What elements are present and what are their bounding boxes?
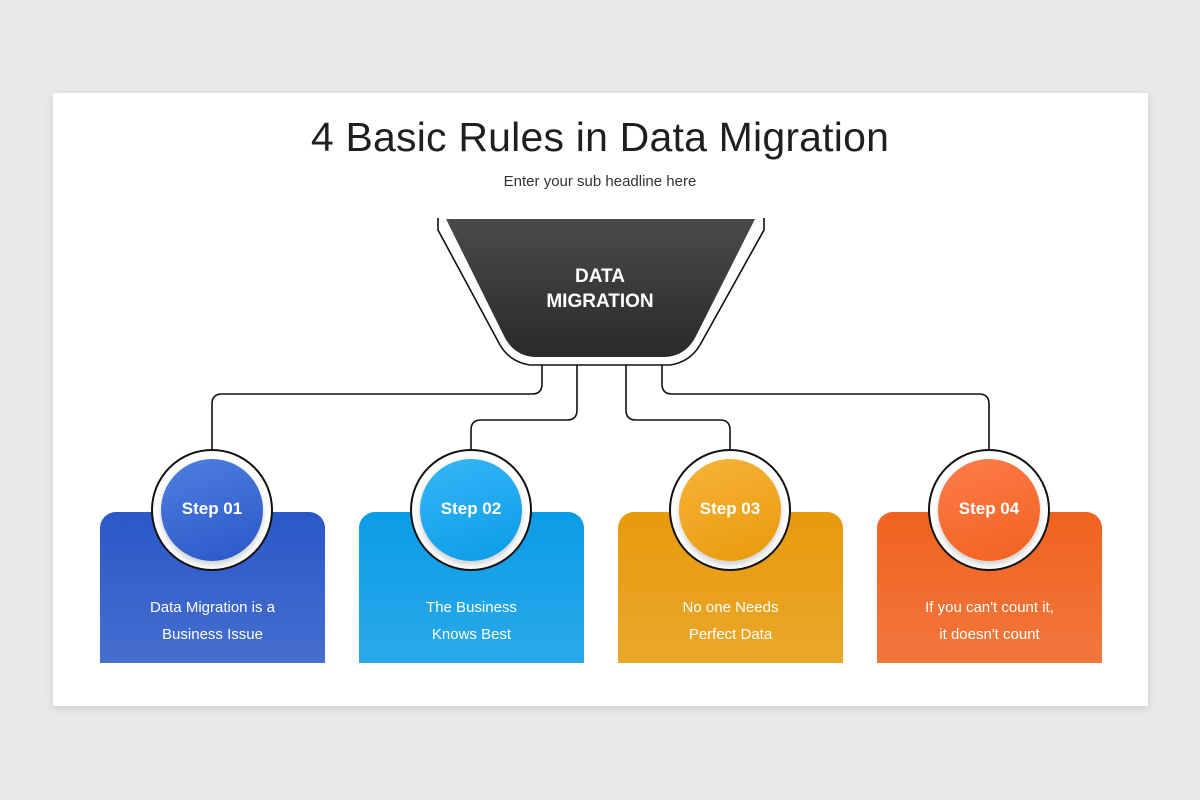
- step-label: Step 04: [958, 499, 1020, 518]
- step-description: The Business Knows Best: [359, 594, 584, 648]
- step-label: Step 03: [699, 499, 761, 518]
- step-badge-01: Step 01: [151, 449, 273, 571]
- step-label: Step 02: [440, 499, 502, 518]
- step-description: No one Needs Perfect Data: [618, 594, 843, 648]
- hub-label-line2: MIGRATION: [546, 291, 654, 312]
- connector-step-02: [470, 365, 578, 449]
- slide-subtitle: Enter your sub headline here: [503, 173, 697, 190]
- step-description-line2: it doesn't count: [939, 626, 1040, 643]
- step-description: Data Migration is a Business Issue: [100, 594, 325, 648]
- step-badge-circle: Step 02: [420, 459, 522, 561]
- step-badge-03: Step 03: [669, 449, 791, 571]
- step-label: Step 01: [181, 499, 243, 518]
- slide-title: 4 Basic Rules in Data Migration: [310, 114, 890, 160]
- hub-label-line1: DATA: [575, 266, 625, 287]
- step-badge-circle: Step 04: [938, 459, 1040, 561]
- step-description-line2: Business Issue: [162, 626, 263, 643]
- step-description: If you can't count it, it doesn't count: [877, 594, 1102, 648]
- step-badge-02: Step 02: [410, 449, 532, 571]
- hub-label: DATA MIGRATION: [490, 264, 710, 314]
- funnel-shape: [446, 219, 755, 357]
- connector-step-01: [211, 365, 543, 449]
- step-description-line1: The Business: [426, 599, 517, 616]
- step-badge-circle: Step 03: [679, 459, 781, 561]
- connector-step-03: [625, 365, 731, 449]
- step-description-line2: Perfect Data: [688, 626, 773, 643]
- step-description-line1: No one Needs: [682, 599, 779, 616]
- funnel-outline: [437, 218, 765, 366]
- step-badge-circle: Step 01: [161, 459, 263, 561]
- step-badge-04: Step 04: [928, 449, 1050, 571]
- step-description-line1: Data Migration is a: [149, 599, 276, 616]
- connector-step-04: [661, 365, 990, 449]
- step-description-line2: Knows Best: [431, 626, 512, 643]
- step-description-line1: If you can't count it,: [925, 599, 1054, 616]
